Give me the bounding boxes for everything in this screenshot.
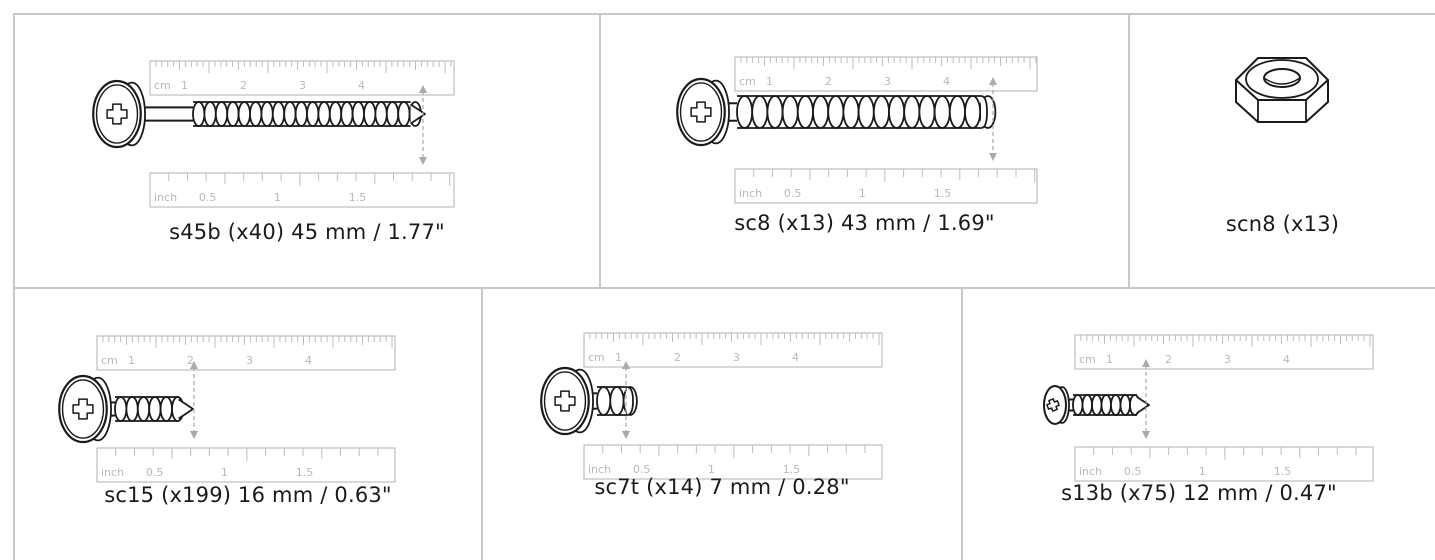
ruler-unit-cm: cm — [154, 79, 171, 92]
small-screw-icon: cm 1 2 3 4 inch 0.5 1 1.5 — [1043, 334, 1374, 482]
ruler-label-cm: 3 — [1224, 353, 1231, 366]
ruler-unit-cm: cm — [739, 75, 756, 88]
part-cell-sc7t: cm 1 2 3 4 inch 0.5 1 1.5 sc7t (x14) 7 mm / 0.28… — [481, 287, 963, 560]
part-caption: s13b (x75) 12 mm / 0.47" — [1061, 481, 1337, 505]
ruler-label-cm: 2 — [674, 351, 681, 364]
ruler-label-inch: 1.5 — [934, 187, 952, 200]
ruler-label-inch: 0.5 — [784, 187, 802, 200]
ruler-label-cm: 2 — [1165, 353, 1172, 366]
ruler-label-cm: 2 — [187, 354, 194, 367]
ruler-label-inch: 1 — [708, 463, 715, 476]
ruler-label-inch: 1.5 — [1274, 465, 1292, 478]
ruler-label-cm: 4 — [305, 354, 312, 367]
screw-drawing — [540, 366, 638, 436]
measuring-ruler: cm 1 2 3 4 inch 0.5 1 1.5 — [1074, 334, 1374, 482]
ruler-label-cm: 4 — [792, 351, 799, 364]
ruler-label-inch: 1.5 — [783, 463, 801, 476]
ruler-label-cm: 2 — [825, 75, 832, 88]
ruler-label-inch: 1.5 — [296, 466, 314, 479]
hex-nut-icon — [1235, 57, 1329, 123]
ruler-label-inch: 1 — [859, 187, 866, 200]
screw-drawing — [1043, 385, 1150, 425]
length-arrow — [190, 361, 198, 439]
ruler-label-inch: 1 — [274, 191, 281, 204]
ruler-label-inch: 1 — [221, 466, 228, 479]
ruler-label-cm: 1 — [1106, 353, 1113, 366]
part-caption: sc8 (x13) 43 mm / 1.69" — [734, 211, 995, 235]
part-caption: scn8 (x13) — [1225, 212, 1340, 236]
ruler-label-inch: 0.5 — [633, 463, 651, 476]
ruler-label-cm: 1 — [615, 351, 622, 364]
hex-nut-drawing — [1235, 57, 1329, 123]
long-screw-icon: cm 1 2 3 4 inch 0.5 1 1.5 — [92, 60, 455, 208]
short-screw-icon: cm 1 2 3 4 inch 0.5 1 1.5 — [58, 335, 396, 483]
part-caption: sc7t (x14) 7 mm / 0.28" — [594, 475, 850, 499]
ruler-label-inch: 0.5 — [199, 191, 217, 204]
ruler-label-cm: 4 — [1283, 353, 1290, 366]
part-cell-sc8: cm 1 2 3 4 inch 0.5 1 1.5 sc8 (x13) 43 mm / 1.69… — [599, 13, 1130, 289]
length-arrow — [622, 361, 630, 439]
measuring-ruler: cm 1 2 3 4 inch 0.5 1 1.5 — [149, 60, 455, 208]
screw-drawing — [58, 374, 194, 444]
fully-threaded-screw-icon: cm 1 2 3 4 inch 0.5 1 1.5 — [676, 56, 1038, 204]
part-cell-s13b: cm 1 2 3 4 inch 0.5 1 1.5 s13b (x75) 12 mm / 0.4… — [961, 287, 1435, 560]
ruler-unit-cm: cm — [1079, 353, 1096, 366]
ruler-label-cm: 1 — [181, 79, 188, 92]
ruler-label-cm: 3 — [246, 354, 253, 367]
ruler-label-cm: 1 — [128, 354, 135, 367]
ruler-unit-cm: cm — [101, 354, 118, 367]
length-arrow — [1142, 359, 1150, 439]
part-cell-scn8: scn8 (x13) — [1128, 13, 1435, 289]
ruler-unit-inch: inch — [1079, 465, 1102, 478]
ruler-label-cm: 3 — [299, 79, 306, 92]
ruler-unit-inch: inch — [154, 191, 177, 204]
part-caption: sc15 (x199) 16 mm / 0.63" — [104, 483, 392, 507]
part-cell-s45b: cm 1 2 3 4 inch 0.5 1 1.5 s45b (x40) 45 mm / 1.7… — [13, 13, 601, 289]
ruler-label-cm: 4 — [943, 75, 950, 88]
ruler-label-cm: 2 — [240, 79, 247, 92]
measuring-ruler: cm 1 2 3 4 inch 0.5 1 1.5 — [96, 335, 396, 483]
ruler-unit-inch: inch — [588, 463, 611, 476]
measuring-ruler: cm 1 2 3 4 inch 0.5 1 1.5 — [734, 56, 1038, 204]
ruler-unit-inch: inch — [101, 466, 124, 479]
ruler-label-inch: 0.5 — [146, 466, 164, 479]
ruler-label-cm: 3 — [733, 351, 740, 364]
ruler-label-inch: 1 — [1199, 465, 1206, 478]
part-cell-sc15: cm 1 2 3 4 inch 0.5 1 1.5 sc15 (x199) 16 mm / 0.… — [13, 287, 483, 560]
part-caption: s45b (x40) 45 mm / 1.77" — [169, 220, 445, 244]
ruler-label-cm: 4 — [358, 79, 365, 92]
ruler-unit-cm: cm — [588, 351, 605, 364]
ruler-label-inch: 0.5 — [1124, 465, 1142, 478]
tiny-screw-icon: cm 1 2 3 4 inch 0.5 1 1.5 — [540, 332, 883, 480]
ruler-label-cm: 1 — [766, 75, 773, 88]
length-arrow — [419, 85, 427, 165]
length-arrow — [989, 77, 997, 161]
ruler-label-inch: 1.5 — [349, 191, 367, 204]
ruler-unit-inch: inch — [739, 187, 762, 200]
screw-drawing — [676, 77, 997, 147]
ruler-label-cm: 3 — [884, 75, 891, 88]
screw-drawing — [92, 79, 426, 149]
measuring-ruler: cm 1 2 3 4 inch 0.5 1 1.5 — [583, 332, 883, 480]
